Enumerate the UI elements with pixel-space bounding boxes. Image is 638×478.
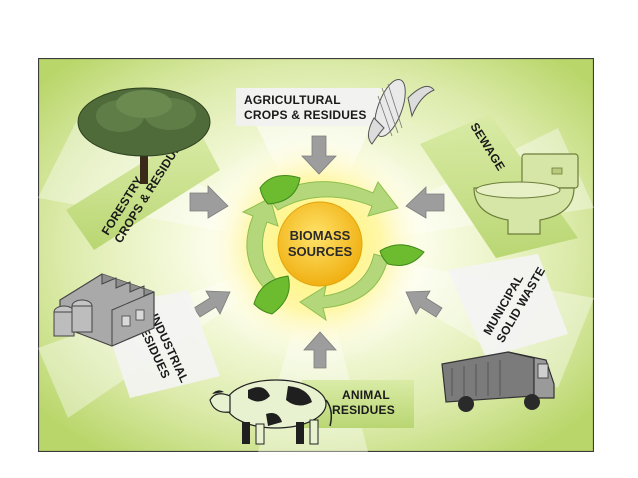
- label-panel: [448, 254, 568, 358]
- arrow-right: [193, 290, 231, 318]
- arrow-right: [189, 185, 229, 219]
- leaf-icon: [253, 275, 290, 315]
- arrow-down: [301, 135, 337, 175]
- center-title-line2: SOURCES: [288, 244, 353, 259]
- cycle-arrows: [241, 181, 399, 322]
- source-agricultural: AGRICULTURAL CROPS & RESIDUES: [236, 79, 435, 145]
- arrow-left: [405, 186, 445, 219]
- biomass-diagram: BIOMASS SOURCES AGRICULTURAL CROPS & RES…: [38, 58, 594, 452]
- cow-icon: [209, 379, 333, 445]
- source-municipal: MUNICIPAL SOLID WASTE: [441, 254, 568, 412]
- arrow-left: [405, 290, 443, 318]
- source-industrial: INDUSTRIAL RESIDUES: [53, 273, 220, 398]
- tree-icon: [77, 87, 211, 184]
- leaf-icons: [253, 175, 425, 315]
- label-panel: [236, 88, 380, 126]
- agricultural-label-line2: CROPS & RESIDUES: [244, 108, 367, 122]
- source-sewage: SEWAGE: [420, 114, 579, 258]
- center-disc: [277, 201, 363, 287]
- inflow-arrows: [189, 135, 445, 369]
- animal-label-line1: ANIMAL: [342, 388, 390, 402]
- leaf-icon: [259, 175, 301, 205]
- arrow-up: [303, 331, 337, 369]
- animal-label-line2: RESIDUES: [332, 403, 395, 417]
- agricultural-label-line1: AGRICULTURAL: [244, 93, 341, 107]
- toilet-icon: [473, 153, 579, 235]
- source-forestry: FORESTRY CROPS & RESIDUES: [66, 87, 220, 250]
- leaf-icon: [379, 244, 425, 266]
- label-panel: [66, 128, 220, 250]
- source-animal: ANIMAL RESIDUES: [209, 379, 414, 445]
- corn-icon: [368, 79, 435, 145]
- center-title-line1: BIOMASS: [290, 228, 351, 243]
- factory-icon: [53, 273, 155, 347]
- garbage-truck-icon: [441, 351, 555, 412]
